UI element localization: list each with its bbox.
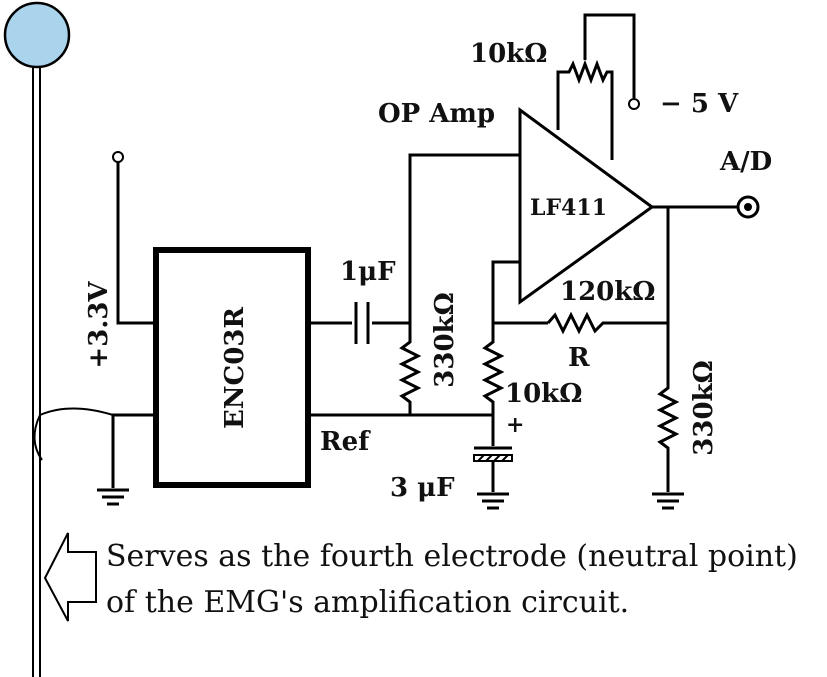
res-330k-right xyxy=(656,323,680,492)
res-330k-left xyxy=(398,323,422,415)
opamp-triangle xyxy=(518,107,655,305)
electrode-ball xyxy=(3,1,71,69)
res-120k xyxy=(546,311,668,335)
res-120k-label: 120kΩ xyxy=(560,277,655,307)
enc03r-chip xyxy=(153,247,311,488)
supply-terminal xyxy=(112,151,124,163)
noninv-input-wire xyxy=(408,153,520,323)
res-R-label: R xyxy=(568,343,590,373)
electrode-probe xyxy=(3,1,114,677)
ref-label: Ref xyxy=(320,427,371,457)
cap-3uf-hatch xyxy=(477,454,509,462)
pot-label: 10kΩ xyxy=(470,39,547,69)
arrow-left-icon xyxy=(43,532,97,622)
res-10k-label: 10kΩ xyxy=(505,379,582,409)
res-330k-right-label: 330kΩ xyxy=(689,360,719,455)
ground-icon xyxy=(477,492,509,510)
cap-3uf-label: 3 μF xyxy=(390,473,455,503)
inv-input-wire xyxy=(491,260,520,323)
electrode-lead-wire xyxy=(33,407,114,461)
pos-supply-label: +3.3V xyxy=(84,281,114,369)
neg-supply-label: − 5 V xyxy=(660,89,739,119)
pot-body-wire xyxy=(556,59,614,160)
cap-1uf-label: 1μF xyxy=(340,257,396,287)
supply-wire xyxy=(116,162,156,325)
caption-line-1: Serves as the fourth electrode (neutral … xyxy=(106,539,798,574)
opamp-label: OP Amp xyxy=(378,99,495,129)
chip-ground-wire xyxy=(111,413,156,488)
ad-jack-inner xyxy=(744,203,752,211)
neg-supply-terminal xyxy=(628,98,640,110)
ground-icon xyxy=(97,488,129,506)
caption-line-2: of the EMG's amplification circuit. xyxy=(106,585,629,620)
pot-wiper xyxy=(583,13,636,98)
chip-label: ENC03R xyxy=(220,307,250,429)
ad-label: A/D xyxy=(719,147,772,177)
res-330k-left-label: 330kΩ xyxy=(430,292,460,387)
opamp-part-label: LF411 xyxy=(530,195,607,221)
cap-plus-label: + xyxy=(506,412,524,438)
res-10k xyxy=(481,323,505,446)
ground-icon xyxy=(652,492,684,510)
